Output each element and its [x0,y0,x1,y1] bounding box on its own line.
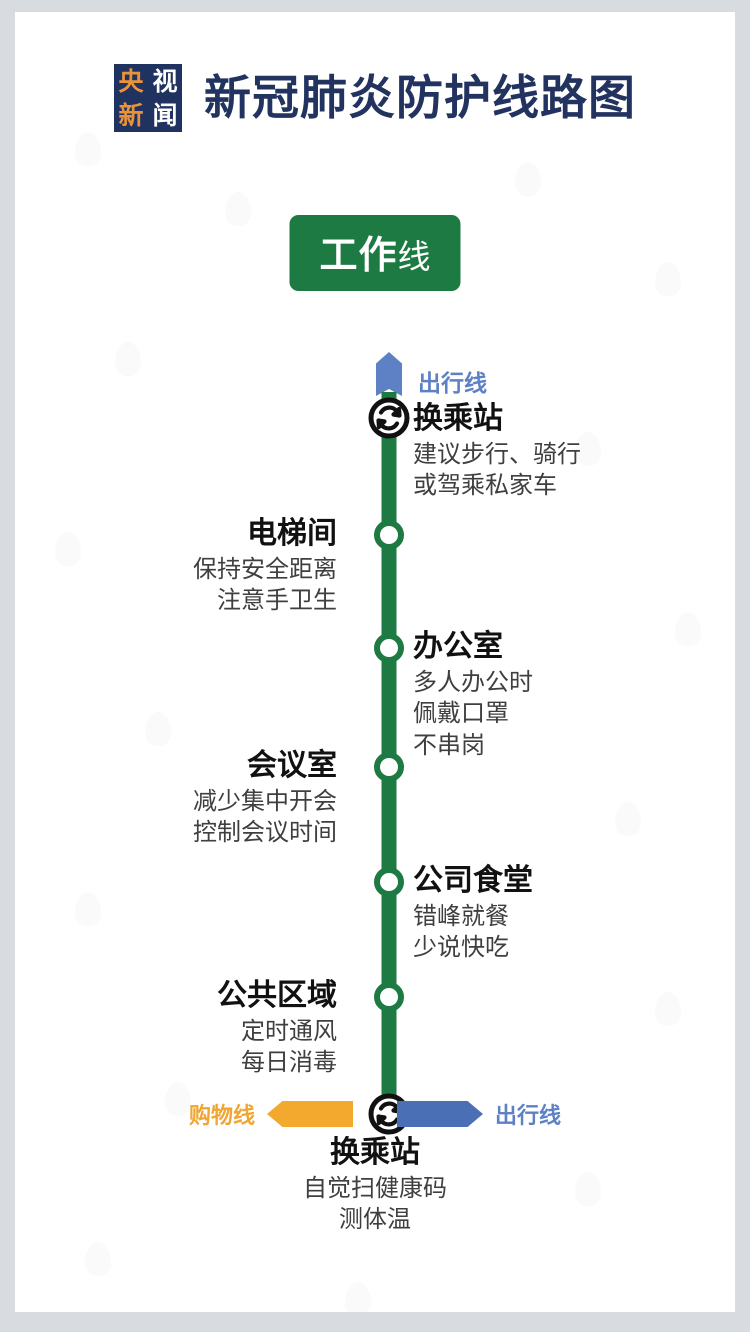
logo-char-shi: 视 [152,66,178,96]
station-office: 办公室 多人办公时 佩戴口罩 不串岗 [413,630,533,762]
station-desc-line: 错峰就餐 [413,901,509,930]
infographic-card: 央 视 新 闻 新冠肺炎防护线路图 工作线 出行线 [15,12,735,1312]
route-badge-strong: 工作 [319,233,398,277]
station-public-area: 公共区域 定时通风 每日消毒 [217,979,337,1079]
top-branch-label: 出行线 [418,371,487,397]
station-name: 公共区域 [217,978,337,1013]
station-desc-line: 自觉扫健康码 [303,1173,447,1202]
interchange-icon-gap [353,1101,397,1127]
route-badge: 工作线 [289,215,461,291]
stop-marker-elevator-icon [374,520,404,550]
station-desc-line: 建议步行、骑行 [413,439,581,468]
cctv-news-logo: 央 视 新 闻 [114,64,182,132]
logo-char-wen: 闻 [152,100,178,130]
station-desc-line: 减少集中开会 [193,786,337,815]
stop-marker-office-icon [374,633,404,663]
header: 央 视 新 闻 新冠肺炎防护线路图 [15,64,735,132]
logo-char-yang: 央 [118,66,144,96]
station-transfer-bottom: 换乘站 自觉扫健康码 测体温 [15,1136,735,1236]
travel-line-label: 出行线 [495,1104,562,1129]
stop-marker-meeting-room-icon [374,752,404,782]
station-desc-line: 保持安全距离 [193,554,337,583]
station-name: 电梯间 [247,516,337,551]
logo-char-xin: 新 [118,100,144,130]
station-desc-line: 佩戴口罩 [413,699,509,728]
station-name: 会议室 [247,748,337,783]
station-desc-line: 多人办公时 [413,667,533,696]
route-line [381,392,397,1110]
station-desc-line: 定时通风 [241,1016,337,1045]
station-desc-line: 注意手卫生 [217,586,337,615]
stop-marker-public-area-icon [374,982,404,1012]
station-meeting-room: 会议室 减少集中开会 控制会议时间 [193,749,337,849]
station-name: 换乘站 [330,1135,420,1170]
station-desc-line: 每日消毒 [241,1048,337,1077]
station-name: 换乘站 [413,401,503,436]
station-canteen: 公司食堂 错峰就餐 少说快吃 [413,864,533,964]
station-transfer-top: 换乘站 建议步行、骑行 或驾乘私家车 [413,402,581,502]
bottom-interchange: 购物线 出行线 [15,1093,735,1135]
shopping-line-arrow-icon [267,1101,353,1127]
station-desc-line: 少说快吃 [413,933,509,962]
route-badge-light: 线 [397,237,431,276]
shopping-line-label: 购物线 [188,1104,255,1129]
travel-line-arrow-icon [397,1101,483,1127]
station-desc-line: 不串岗 [413,730,485,759]
top-branch-arrow-icon [376,352,402,396]
station-desc-line: 测体温 [339,1205,411,1234]
station-desc-line: 控制会议时间 [193,818,337,847]
page-title: 新冠肺炎防护线路图 [204,70,636,126]
stop-marker-canteen-icon [374,867,404,897]
transfer-station-icon [368,397,410,439]
station-elevator: 电梯间 保持安全距离 注意手卫生 [193,517,337,617]
station-name: 公司食堂 [413,863,533,898]
station-name: 办公室 [413,629,503,664]
station-desc-line: 或驾乘私家车 [413,471,557,500]
